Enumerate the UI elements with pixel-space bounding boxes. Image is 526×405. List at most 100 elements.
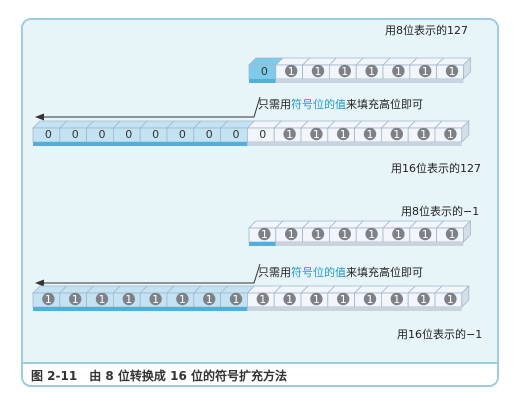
ex1-8bit-cell-6: 1 [408,57,445,80]
note-1-highlight: 符号位的值 [291,98,346,111]
ex1-8bit-bit-7: 1 [449,65,456,78]
ex2-8bit-sign-bar [249,242,276,246]
ex2-16bit-bit-6: 1 [206,293,213,306]
ex2-16bit-cell-15: 1 [434,285,470,308]
ex1-8bit-side-face [462,57,471,80]
ex2-16bit-bit-10: 1 [313,293,320,306]
ex1-16bit-side-face [461,120,470,143]
note-2: 只需用符号位的值来填充高位即可 [258,264,423,280]
note-1-pre: 只需用 [258,98,291,111]
ex2-16bit-bit-15: 1 [447,293,454,306]
ex2-8bit-cell-1: 1 [274,220,311,243]
ex1-16bit-cell-2: 0 [85,120,122,143]
ex2-8bit-bit-4: 1 [368,228,375,241]
ex1-16bit-bit-11: 1 [340,128,347,141]
ex1-8bit-cell-3: 1 [328,57,365,80]
caption-bar: 图 2-11 由 8 位转换成 16 位的符号扩充方法 [23,362,497,385]
ex1-8bit-cell-2: 1 [301,57,338,80]
ex1-16bit-bit-10: 1 [313,128,320,141]
ex1-8bit-rest-bar [275,79,464,83]
ex1-16bit-bit-4: 0 [152,128,159,141]
ex1-16bit-cell-1: 0 [58,120,95,143]
ex1-8bit-cell-7: 1 [435,57,472,80]
ex2-8bit-bit-0: 1 [261,228,268,241]
label-8bit-127: 用8位表示的127 [385,24,468,37]
ex2-16bit-cell-7: 1 [219,285,256,308]
ex1-16bit-upper-bar [33,142,248,146]
label-8bit-minus1: 用8位表示的−1 [401,205,480,218]
ex1-arrow [35,96,261,121]
ex1-16bit-cell-8: 0 [246,120,283,143]
ex1-16bit-cell-13: 1 [380,120,417,143]
ex2-16bit-bit-4: 1 [152,293,159,306]
ex2-16bit-bit-7: 1 [233,293,240,306]
ex2-16bit-lower-bar [247,307,462,311]
ex2-16bit-cell-2: 1 [85,285,122,308]
note-1: 只需用符号位的值来填充高位即可 [258,96,423,112]
ex1-16bit-bit-13: 1 [393,128,400,141]
ex2-8bit-bit-7: 1 [449,228,456,241]
ex1-16bit-cell-14: 1 [407,120,443,143]
ex1-8bit-bit-3: 1 [341,65,348,78]
ex2-8bit-cell-3: 1 [328,220,365,243]
ex2-16bit-side-face [461,285,470,308]
label-16bit-minus1: 用16位表示的−1 [397,328,483,341]
ex2-8bit-bit-2: 1 [315,228,322,241]
ex2-16bit-bit-0: 1 [45,293,52,306]
ex1-16bit-cell-9: 1 [273,120,309,143]
ex2-8bit-rest-bar [275,242,464,246]
ex1-16bit-cell-10: 1 [300,120,336,143]
ex2-16bit-bit-3: 1 [125,293,132,306]
ex1-16bit-bit-8: 0 [259,128,266,141]
label-16bit-127: 用16位表示的127 [391,162,481,175]
ex2-16bit-cell-11: 1 [326,285,363,308]
ex1-8bit-bit-6: 1 [422,65,429,78]
figure-frame: 0 1 1 1 1 1 1 1 0 0 0 0 0 0 0 0 0 1 1 1 1 1 1 1 1 1 1 1 1 1 1 1 1 1 1 1 1 1 1 1… [21,18,499,387]
figure-caption: 图 2-11 由 8 位转换成 16 位的符号扩充方法 [31,369,287,383]
ex1-16bit-cell-5: 0 [166,120,202,143]
sign-extension-diagram: 0 1 1 1 1 1 1 1 0 0 0 0 0 0 0 0 0 1 1 1 1 1 1 1 1 1 1 1 1 1 1 1 1 1 1 1 1 1 1 1… [32,57,472,311]
ex1-8bit-bit-2: 1 [315,65,322,78]
ex1-8bit-bit-1: 1 [288,65,295,78]
ex1-8bit-cell-1: 1 [274,57,311,80]
ex2-8bit-bit-6: 1 [422,228,429,241]
ex1-16bit-bit-9: 1 [286,128,293,141]
ex1-8bit-sign-bar [249,79,276,83]
ex2-16bit-bit-11: 1 [340,293,347,306]
ex1-16bit-bit-3: 0 [125,128,132,141]
ex1-16bit-bit-14: 1 [420,128,427,141]
ex1-16bit-bit-5: 0 [179,128,186,141]
ex1-16bit-cell-12: 1 [353,120,390,143]
ex1-8bit-bit-5: 1 [395,65,402,78]
ex1-16bit-bit-1: 0 [72,128,79,141]
ex1-16bit-cell-7: 0 [219,120,256,143]
ex1-16bit-bit-0: 0 [45,128,52,141]
ex2-arrow [35,263,261,287]
ex1-8bit-bit-4: 1 [368,65,375,78]
ex2-16bit-bit-1: 1 [72,293,79,306]
ex2-16bit-cell-8: 1 [246,285,283,308]
ex2-8bit-cell-6: 1 [408,220,445,243]
ex2-8bit-bit-1: 1 [288,228,295,241]
ex2-16bit-cell-3: 1 [112,285,149,308]
note-2-post: 来填充高位即可 [346,266,423,279]
ex1-16bit-bit-6: 0 [206,128,213,141]
ex1-16bit-bit-15: 1 [447,128,454,141]
ex1-16bit-bit-2: 0 [99,128,106,141]
ex1-8bit-bit-0: 0 [261,65,268,78]
ex1-16bit-bit-7: 0 [233,128,240,141]
ex1-16bit-cell-0: 0 [32,120,68,143]
ex2-16bit-upper-bar [33,307,248,311]
ex2-8bit-bit-5: 1 [395,228,402,241]
ex2-16bit-bit-2: 1 [99,293,106,306]
note-1-post: 来填充高位即可 [346,98,423,111]
diagram-panel: 0 1 1 1 1 1 1 1 0 0 0 0 0 0 0 0 0 1 1 1 1 1 1 1 1 1 1 1 1 1 1 1 1 1 1 1 1 1 1 1… [23,20,497,362]
ex2-16bit-cell-13: 1 [380,285,417,308]
ex2-8bit-side-face [462,220,471,243]
ex2-16bit-bit-8: 1 [259,293,266,306]
ex2-8bit-bit-3: 1 [341,228,348,241]
ex2-16bit-bit-14: 1 [420,293,427,306]
ex2-16bit-bit-13: 1 [393,293,400,306]
ex1-16bit-bit-12: 1 [367,128,374,141]
ex2-8bit-cell-7: 1 [435,220,472,243]
